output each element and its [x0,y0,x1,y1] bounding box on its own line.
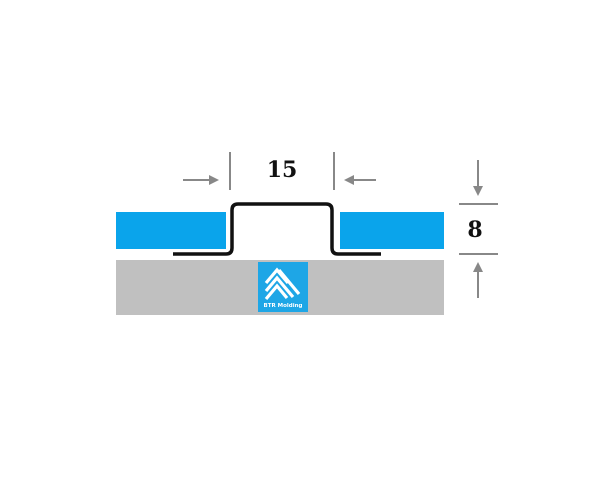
profile-outline [173,202,381,256]
tile-right [340,212,444,249]
brand-logo: BTR Molding [258,262,308,312]
tile-left [116,212,226,249]
logo-stripes-icon [264,267,301,301]
height-arrow-top [473,160,483,196]
height-arrow-bottom [473,262,483,298]
height-dimension-label: 8 [467,217,482,243]
width-arrow-left [183,175,219,185]
width-dimension-label: 15 [267,157,298,183]
width-arrow-right [344,175,376,185]
logo-text: BTR Molding [264,303,303,309]
